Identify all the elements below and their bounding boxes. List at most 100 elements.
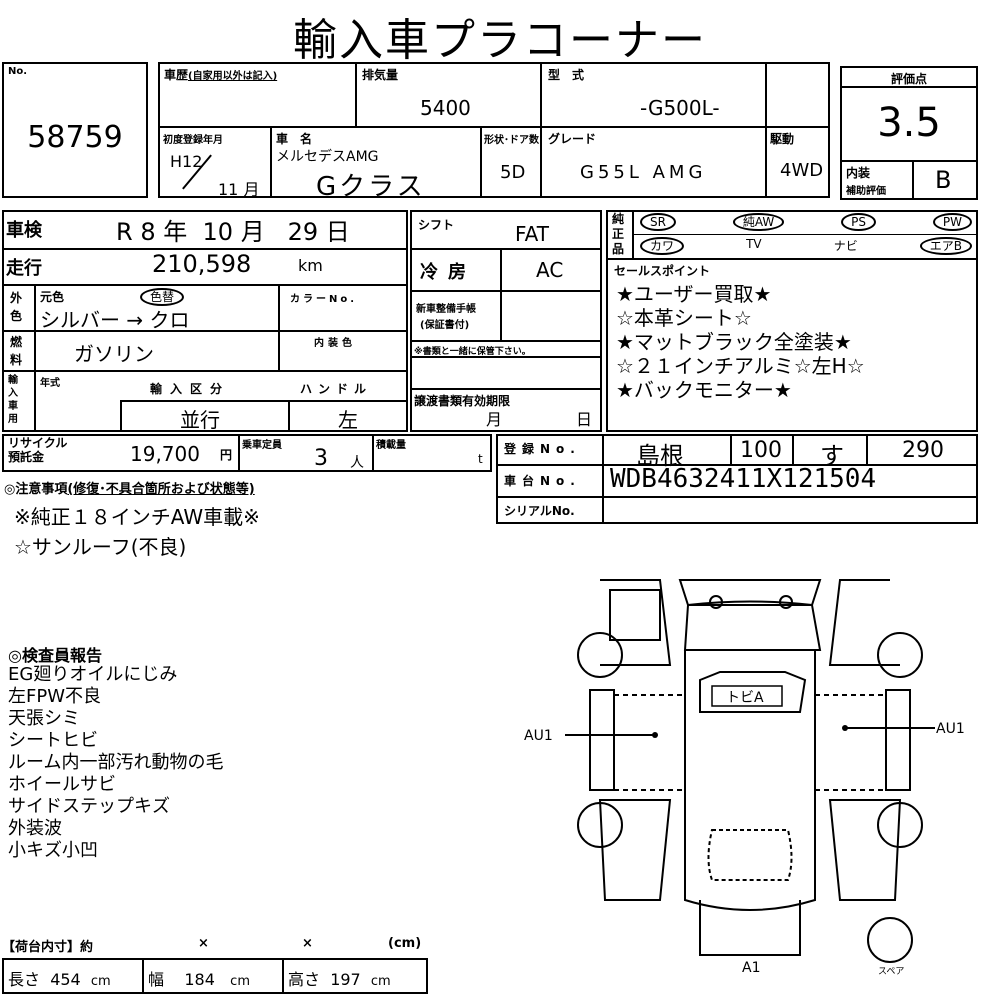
equipment-sr: SR — [640, 213, 676, 231]
import-label: 輸入車用 — [8, 375, 18, 425]
inspector-line: ホイールサビ — [8, 774, 116, 795]
shift-value: FAT — [515, 222, 550, 246]
vehicle-header-box — [158, 62, 830, 198]
model-label: 型 式 — [548, 68, 585, 82]
displacement-value: 5400 — [420, 96, 471, 120]
capacity-label: 乗車定員 — [242, 440, 282, 451]
orig-color-label: 元色 — [40, 290, 65, 304]
diagram-spare-label: スペア — [878, 967, 904, 977]
evaluation-box — [840, 66, 978, 200]
capacity-value: 3 — [314, 446, 328, 471]
first-reg-era: H12 — [170, 152, 203, 171]
equipment-pw: PW — [932, 213, 972, 231]
interior-sub-label: 補助評価 — [846, 186, 886, 197]
diagram-bottom-mark: A1 — [742, 960, 760, 976]
load-unit: t — [478, 452, 483, 466]
history-label: 車歴(自家用以外は記入) — [164, 68, 278, 82]
notes-label: ◎注意事項(修復･不具合箇所および状態等) — [4, 482, 255, 497]
registration-kana: す — [820, 442, 844, 470]
transfer-month-unit: 月 — [486, 410, 503, 429]
displacement-label: 排気量 — [362, 68, 399, 82]
body-value: 5D — [500, 162, 526, 183]
sales-point: ★マットブラック全塗装★ — [616, 330, 852, 354]
inspector-line: 小キズ小凹 — [8, 840, 98, 861]
inspector-line: 天張シミ — [8, 708, 80, 729]
mileage-value: 210,598 — [152, 250, 252, 278]
car-damage-diagram: トビA AU1 AU1 A1 スペア — [524, 579, 965, 977]
registration-region: 島根 — [636, 442, 684, 470]
car-maker: メルセデスAMG — [276, 149, 379, 165]
equipment-airbag: エアB — [919, 237, 972, 255]
evaluation-label: 評価点 — [890, 72, 927, 86]
maintenance-note: ※書類と一緒に保管下さい。 — [414, 347, 531, 357]
body-label: 形状･ドア数 — [484, 135, 539, 146]
transfer-day-unit: 日 — [576, 410, 593, 429]
equipment-tv: TV — [746, 237, 762, 251]
cargo-height: 高さ 197 cm — [288, 970, 391, 989]
inspector-line: サイドステップキズ — [8, 796, 170, 817]
load-label: 積載量 — [376, 440, 406, 451]
mid-table — [410, 210, 602, 432]
inspector-lines: EG廻りオイルにじみ 左FPW不良 天張シミ シートヒビ ルーム内一部汚れ動物の… — [8, 664, 223, 862]
grade-value: G55L AMG — [580, 162, 707, 183]
evaluation-score: 3.5 — [877, 100, 941, 146]
cargo-width: 幅 184 cm — [148, 970, 250, 989]
lot-box: No. 58759 — [2, 62, 148, 198]
import-type-label: 輸入区分 — [150, 382, 231, 396]
recycle-unit: 円 — [220, 448, 233, 462]
grade-label: グレード — [548, 132, 597, 146]
equipment-aw: 純AW — [732, 213, 785, 231]
cargo-table — [2, 958, 428, 994]
notes-lines: ※純正１８インチAW車載※ ☆サンルーフ(不良) — [14, 502, 260, 562]
drive-label: 駆動 — [770, 132, 795, 146]
fuel-label: 燃料 — [10, 335, 23, 367]
car-name: Gクラス — [316, 172, 426, 202]
diagram-roof-mark: トビA — [726, 690, 764, 706]
recycle-label: リサイクル預託金 — [8, 436, 68, 464]
first-reg-month: 11 月 — [218, 180, 260, 199]
inspection-value: R 8 年 10 月 29 日 — [116, 218, 350, 246]
mileage-label: 走行 — [6, 258, 42, 279]
maintenance-label: 新車整備手帳 — [416, 304, 476, 315]
cargo-header: 【荷台内寸】約 × × (cm) — [2, 936, 422, 955]
serial-label: シリアルNo. — [504, 504, 575, 518]
equipment-row-1: SR 純AW PS PW — [640, 213, 978, 231]
cargo-length: 長さ 454 cm — [8, 970, 111, 989]
maintenance-sub-label: (保証書付) — [420, 320, 470, 331]
registration-class: 100 — [740, 438, 782, 463]
car-name-label: 車 名 — [276, 132, 313, 146]
diagram-left-mark: AU1 — [524, 728, 553, 744]
interior-color-label: 内装色 — [314, 338, 356, 349]
lot-number: 58759 — [27, 120, 123, 155]
equipment-leather: カワ — [640, 237, 685, 255]
inspector-line: EG廻りオイルにじみ — [8, 664, 178, 685]
color-code-label: カラーNo. — [290, 294, 358, 305]
equipment-sales-box — [606, 210, 978, 432]
equipment-ps: PS — [841, 213, 876, 231]
note-line: ※純正１８インチAW車載※ — [14, 505, 260, 529]
inspector-line: シートヒビ — [8, 730, 98, 751]
first-reg-label: 初度登録年月 — [163, 135, 223, 146]
sales-point: ★バックモニター★ — [616, 378, 792, 402]
shift-label: シフト — [418, 218, 455, 232]
registration-table — [496, 434, 978, 524]
import-type-value: 並行 — [180, 408, 220, 432]
sales-point: ★ユーザー買取★ — [616, 282, 772, 306]
info-table — [2, 210, 408, 432]
registration-label: 登録No. — [504, 442, 581, 456]
mileage-unit: km — [298, 256, 323, 275]
sheet-title: 輸入車プラコーナー — [293, 15, 707, 66]
import-year-label: 年式 — [40, 378, 60, 389]
equipment-navi: ナビ — [833, 239, 858, 253]
handle-value: 左 — [338, 408, 358, 432]
color-changed-badge: 色替 — [140, 288, 185, 306]
inspector-label: ◎検査員報告 — [8, 646, 102, 665]
chassis-number: WDB4632411X121504 — [610, 464, 877, 494]
recycle-value: 19,700 — [130, 442, 200, 466]
inspector-line: ルーム内一部汚れ動物の毛 — [8, 752, 224, 773]
equipment-label: 純正品 — [612, 212, 625, 256]
color-change-value: シルバー → クロ — [40, 308, 190, 332]
transfer-label: 譲渡書類有効期限 — [414, 394, 511, 408]
inspector-line: 外装波 — [8, 818, 62, 839]
capacity-unit: 人 — [350, 455, 364, 471]
